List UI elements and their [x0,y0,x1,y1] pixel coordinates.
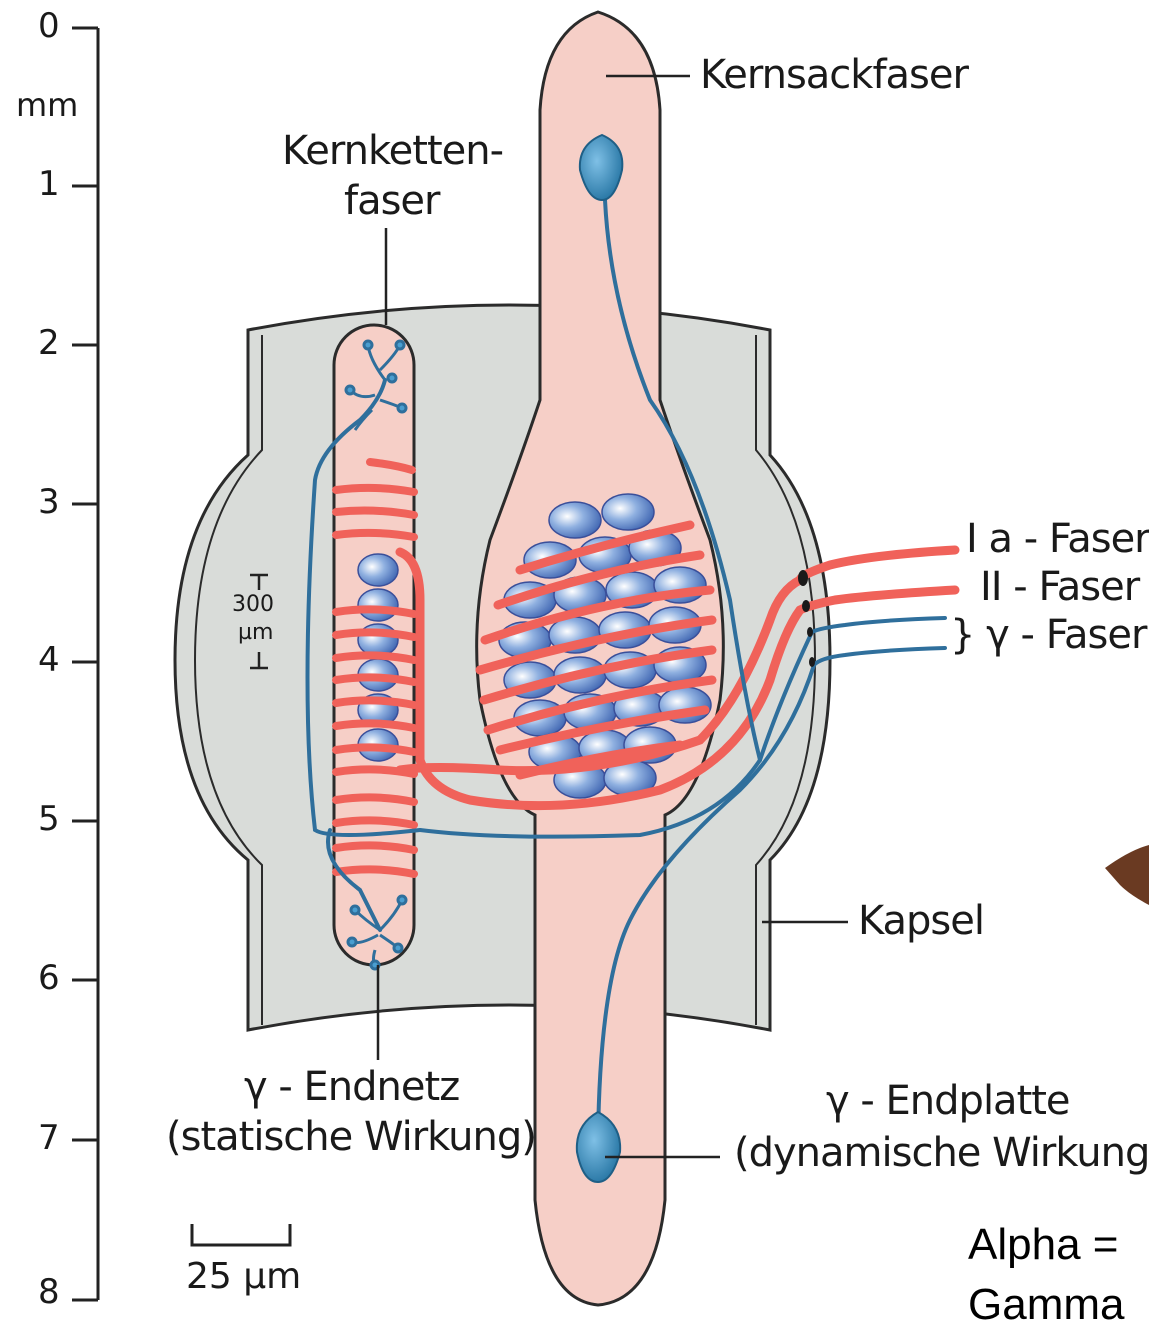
scale-tick-6: 6 [38,958,60,998]
scale-tick-1: 1 [38,164,60,204]
label-ia-faser: I a - Faser [966,516,1149,562]
label-kernketten-2: faser [344,178,440,224]
label-endnetz-1: γ - Endnetz [244,1064,459,1110]
scale-tick-7: 7 [38,1118,60,1158]
scale-tick-5: 5 [38,799,60,839]
label-endnetz-2: (statische Wirkung) [166,1114,536,1160]
scale-unit: mm [16,86,78,124]
scale-tick-2: 2 [38,323,60,363]
label-endplatte-2: (dynamische Wirkung) [734,1130,1149,1176]
mm-scale [72,28,98,1300]
scale-tick-4: 4 [38,640,60,680]
label-kernketten-1: Kernketten- [282,128,503,174]
scale-25-label: 25 µm [186,1256,301,1297]
note-gamma: Gamma [968,1280,1124,1330]
label-endplatte-1: γ - Endplatte [826,1078,1070,1124]
label-gamma-fasern: } γ - Fasern [950,612,1149,658]
edge-smudge [1105,845,1149,905]
scale-bar-25um [192,1224,290,1245]
scale-tick-3: 3 [38,482,60,522]
chain-nucleus [358,554,398,586]
scale-tick-8: 8 [38,1272,60,1312]
scale-300-unit: µm [238,620,273,645]
scale-tick-0: 0 [38,6,60,46]
chain-nucleus [358,589,398,621]
bag-nucleus [549,502,601,538]
note-alpha: Alpha = [968,1220,1118,1270]
scale-300-value: 300 [232,592,274,617]
label-kapsel: Kapsel [858,898,984,944]
bag-nucleus [602,494,654,530]
label-kernsackfaser: Kernsackfaser [700,52,968,98]
label-ii-faser: II - Faser [980,564,1139,610]
